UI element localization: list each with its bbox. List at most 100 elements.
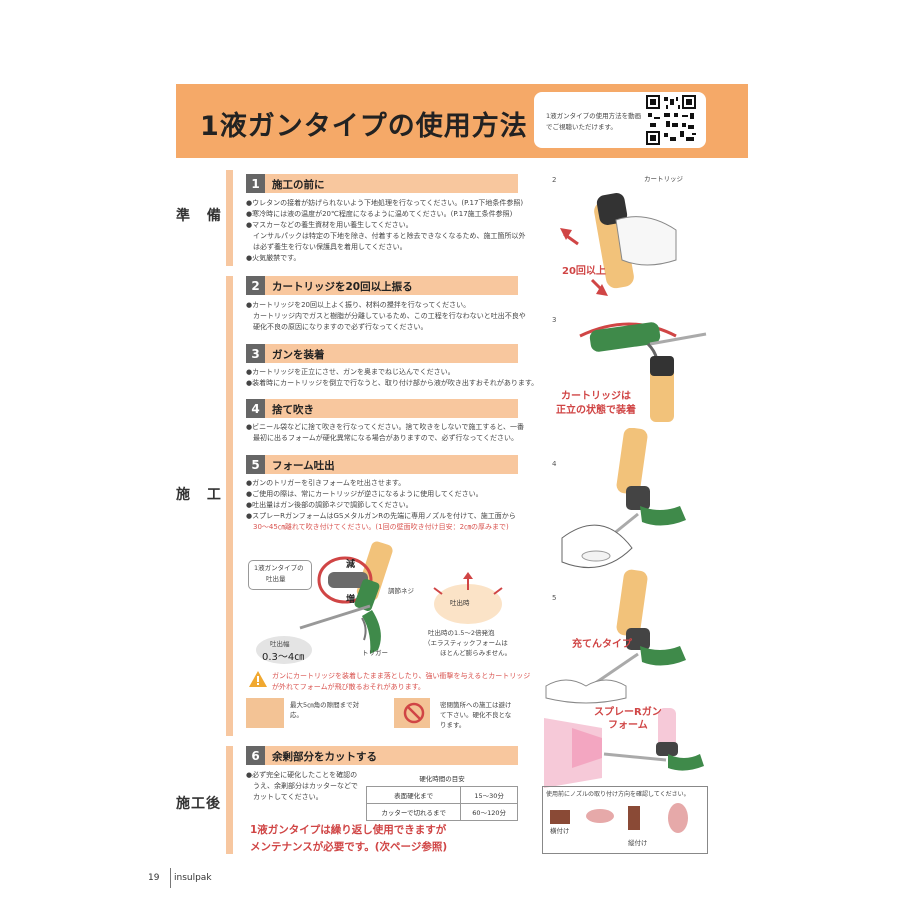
spray-line-2: フォーム [608, 720, 648, 731]
phase-bar-prep [226, 170, 233, 266]
cartridge-label: カートリッジ [644, 175, 683, 183]
nozzle-note-text: 使用前にノズルの取り付け方向を確認してください。 [546, 791, 690, 798]
step2-bar [246, 276, 518, 295]
warning-line-2: が外れてフォームが飛び散るおそれがあります。 [272, 683, 425, 691]
gap-icon [246, 698, 284, 728]
width-badge [256, 636, 312, 664]
upright-line-2: 正立の状態で装着 [556, 405, 636, 416]
step4-title: 捨て吹き [272, 404, 314, 416]
step2-title: カートリッジを20回以上振る [272, 281, 413, 293]
prohibited-icon [403, 702, 425, 724]
closed-line-2: て下さい。硬化不良とな [440, 711, 512, 719]
upright-line-1: カートリッジは [561, 391, 631, 402]
step2-number: 2 [246, 276, 265, 295]
step1-line: ●寒冷時には液の温度が20℃程度になるように温めてください。(P.17施工条件参… [246, 210, 513, 218]
gap-line-2: 応。 [290, 711, 303, 719]
step6-line: ●必ず完全に硬化したことを確認の [246, 771, 358, 779]
spray-line-1: スプレーRガン [594, 707, 662, 718]
expansion-line-2: （エラスティックフォームは [424, 639, 508, 647]
step1-body: ●ウレタンの接着が妨げられないよう下地処理を行なってください。(P.17下地条件… [246, 198, 526, 264]
step3-body: ●カートリッジを正立にさせ、ガンを奥までねじ込んでください。 ●装着時にカートリ… [246, 367, 538, 389]
closed-line-1: 密閉箇所への施工は避け [440, 701, 512, 709]
brand-name: insulpak [174, 873, 212, 883]
reuse-line-2: メンテナンスが必要です。(次ページ参照) [250, 841, 448, 853]
step3-title: ガンを装着 [272, 349, 325, 361]
step6-title: 余剰部分をカットする [272, 751, 377, 763]
upright-label: カートリッジは 正立の状態で装着 [556, 390, 636, 418]
phase-label-work: 施 工 [176, 487, 227, 503]
step3-line: ●カートリッジを正立にさせ、ガンを奥までねじ込んでください。 [246, 368, 455, 376]
nozzle-orientation-icons [550, 803, 688, 833]
step5-line: ●ご使用の際は、常にカートリッジが逆さになるように使用してください。 [246, 490, 483, 498]
fig2-number: 2 [552, 176, 557, 184]
gun-adjust-illustration [299, 541, 393, 654]
phase-label-prep: 準 備 [176, 208, 227, 224]
adjust-screw-label: 調節ネジ [388, 587, 414, 595]
width-label: 吐出幅 [270, 640, 290, 648]
table-cell: 15〜30分 [460, 786, 518, 804]
reuse-note: 1液ガンタイプは繰り返し使用できますが メンテナンスが必要です。(次ページ参照) [250, 822, 447, 856]
table-cell: 60〜120分 [460, 803, 518, 821]
step5-body: ●ガンのトリガーを引きフォームを吐出させます。 ●ご使用の際は、常にカートリッジ… [246, 478, 516, 533]
step6-body: ●必ず完全に硬化したことを確認の うえ、余剰部分はカッターなどで カットしてくだ… [246, 770, 358, 803]
step5-line: 30〜45㎝離れて吹き付けてください。(1回の壁面吹き付け目安：2㎝の厚みまで) [246, 523, 509, 531]
step2-body: ●カートリッジを20回以上よく振り、材料の攪拌を行なってください。 カートリッジ… [246, 300, 526, 333]
table-row: 硬化時間の目安 [367, 770, 518, 787]
shake-label: 20回以上 [562, 266, 606, 277]
step5-line: ●ガンのトリガーを引きフォームを吐出させます。 [246, 479, 406, 487]
horizontal-label: 横付け [550, 827, 570, 835]
fill-type-label: 充てんタイプ [572, 639, 632, 650]
gap-line-1: 最大5㎝角の隙間まで対 [290, 701, 360, 709]
step5-bar [246, 455, 518, 474]
footer-divider [170, 868, 171, 888]
step4-number: 4 [246, 399, 265, 418]
step5-number: 5 [246, 455, 265, 474]
warning-icon [249, 671, 267, 687]
step1-line: ●ウレタンの接着が妨げられないよう下地処理を行なってください。(P.17下地条件… [246, 199, 524, 207]
expansion-line-3: ほとんど膨らみません。 [440, 649, 512, 657]
fig3-number: 3 [552, 316, 557, 324]
spray-label: スプレーRガン フォーム [594, 706, 662, 732]
phase-label-after: 施工後 [176, 796, 221, 812]
step1-bar [246, 174, 518, 193]
reuse-line-1: 1液ガンタイプは繰り返し使用できますが [250, 824, 447, 836]
step3-number: 3 [246, 344, 265, 363]
table-cell: 表面硬化まで [365, 786, 462, 804]
fill-type-illustration [545, 569, 686, 704]
closed-line-3: ります。 [440, 721, 466, 729]
increase-label: 増 [346, 595, 356, 605]
spray-gun-illustration [544, 708, 704, 788]
step1-line: インサルパックは特定の下地を除き、付着すると除去できなくなるため、施工箇所以外 [246, 232, 526, 240]
page-number: 19 [148, 873, 160, 883]
amount-label-2: 吐出量 [266, 575, 286, 583]
step4-bar [246, 399, 518, 418]
step4-line: ●ビニール袋などに捨て吹きを行なってください。捨て吹きをしないで施工すると、一番 [246, 423, 525, 431]
fig4-number: 4 [552, 460, 557, 468]
width-value: 0.3〜4㎝ [262, 652, 305, 663]
step1-line: は必ず養生を行ない保護具を着用してください。 [246, 243, 407, 251]
amount-label-box [248, 560, 312, 590]
attach-gun-illustration [579, 322, 707, 422]
shake-illustration [560, 193, 677, 296]
step1-title: 施工の前に [272, 179, 325, 191]
vertical-label: 縦付け [628, 839, 648, 847]
step4-line: 最初に出るフォームが硬化異常になる場合がありますので、必ず行なってください。 [246, 434, 518, 442]
fig5-number: 5 [552, 594, 557, 602]
qr-code-icon[interactable] [646, 95, 696, 145]
discharge-time-label: 吐出時 [450, 599, 470, 607]
decrease-label: 減 [346, 560, 356, 570]
expansion-line-1: 吐出時の1.5〜2倍発泡 [428, 629, 495, 637]
step6-bar [246, 746, 518, 765]
step1-line: ●マスカーなどの養生資材を用い養生してください。 [246, 221, 413, 229]
table-caption: 硬化時間の目安 [419, 775, 465, 783]
step3-line: ●装着時にカートリッジを倒立で行なうと、取り付け部から液が吹き出すおそれがありま… [246, 379, 539, 387]
step3-bar [246, 344, 518, 363]
trigger-label: トリガー [362, 649, 388, 657]
table-cell: カッターで切れるまで [365, 803, 462, 821]
phase-bar-after [226, 746, 233, 854]
step1-line: ●火気厳禁です。 [246, 254, 301, 262]
step2-line: ●カートリッジを20回以上よく振り、材料の攪拌を行なってください。 [246, 301, 471, 309]
step6-number: 6 [246, 746, 265, 765]
